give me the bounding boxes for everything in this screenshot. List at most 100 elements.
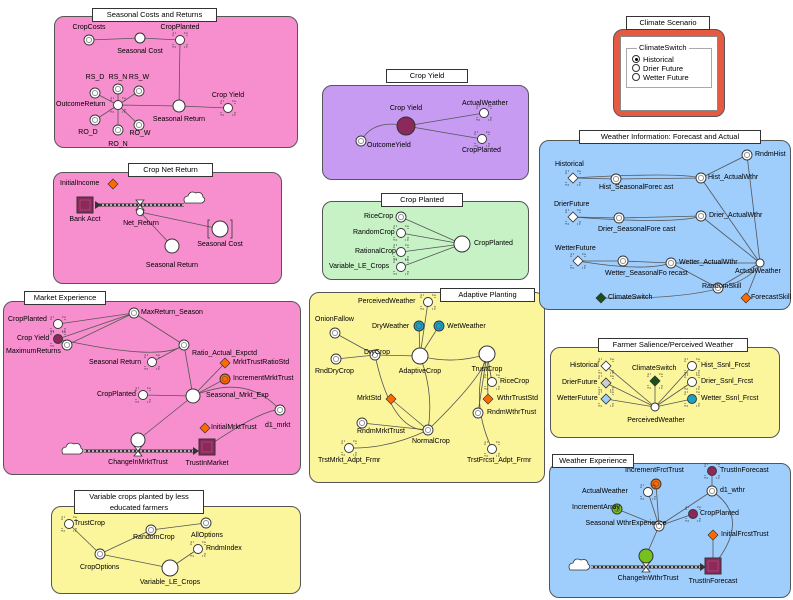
ratio-actual-expctd-node[interactable] <box>178 339 190 351</box>
rndmmrkttrust-node[interactable] <box>356 417 368 429</box>
crop-yield-main-node[interactable] <box>396 116 416 136</box>
seasonal-wthr-experience-node[interactable] <box>653 520 665 532</box>
radio-historical[interactable]: Historical <box>632 55 674 64</box>
seasonal-return-b-node[interactable] <box>164 238 180 254</box>
ro-n-node[interactable] <box>112 124 124 136</box>
net-return-node[interactable] <box>136 208 144 216</box>
seasonal-mrkt-exp-node[interactable] <box>185 388 201 404</box>
incrementfrcttrust-node[interactable] <box>650 478 662 490</box>
historical-b-node[interactable] <box>598 358 614 374</box>
seasonal-return-c-node[interactable] <box>144 354 160 370</box>
historical-a-node[interactable] <box>565 170 581 186</box>
cropplanted-c-node[interactable] <box>135 387 151 403</box>
rndmhist-node[interactable] <box>741 149 753 161</box>
trstfrcst-adpt-frmr-node[interactable] <box>484 441 500 457</box>
mrkttrustratiostd-node[interactable] <box>219 357 231 369</box>
cropoptions-node[interactable] <box>94 548 106 560</box>
hist-actualwthr-node[interactable] <box>695 172 707 184</box>
outcomeyield-node[interactable] <box>355 135 367 147</box>
ricecrop-b-node[interactable] <box>484 374 500 390</box>
rs-w-node[interactable] <box>133 85 145 97</box>
initialmrkttrust-node[interactable] <box>199 422 211 434</box>
radio-dot-wetter-future[interactable] <box>632 73 640 81</box>
rationalcrop-node[interactable] <box>393 244 409 260</box>
maximumreturns-node[interactable] <box>61 339 73 351</box>
rs-d-node[interactable] <box>89 87 101 99</box>
initialincome-node[interactable] <box>107 178 119 190</box>
ricecrop-a-node[interactable] <box>395 211 407 223</box>
cloud-net-node[interactable] <box>183 191 206 204</box>
perceivedweather-a-node[interactable] <box>420 294 436 310</box>
cloud-wthr-node[interactable] <box>568 558 591 571</box>
cropcosts-node[interactable] <box>83 34 95 46</box>
outcomereturn-node[interactable] <box>110 97 126 113</box>
seasonal-cost-a-node[interactable] <box>134 32 146 44</box>
drierfuture-a-node[interactable] <box>565 209 581 225</box>
wetweather-node[interactable] <box>433 320 445 332</box>
seasonal-return-a-node[interactable] <box>172 99 186 113</box>
drycrop-node[interactable] <box>369 349 381 361</box>
crop-yield-b-node[interactable] <box>50 331 66 347</box>
adaptivecrop-node[interactable] <box>411 347 429 365</box>
cropplanted-d-node[interactable] <box>474 131 490 147</box>
wetter-ssnl-frcst-node[interactable] <box>684 391 700 407</box>
radio-drier-future[interactable]: Drier Future <box>632 64 683 73</box>
changeinmrkttrust-node[interactable] <box>130 432 146 448</box>
rndmindex-node[interactable] <box>190 541 206 557</box>
drier-ssnl-frcst-node[interactable] <box>684 374 700 390</box>
trustcrop-b-node[interactable] <box>478 345 496 363</box>
actualweather-b-node[interactable] <box>640 484 656 500</box>
actualweather-a-node[interactable] <box>476 105 492 121</box>
ro-d-node[interactable] <box>89 114 101 126</box>
maxreturn-season-node[interactable] <box>128 307 140 319</box>
seasonal-cost-b-node[interactable] <box>207 219 233 239</box>
wetterfuture-b-node[interactable] <box>598 391 614 407</box>
drier-actualwthr-node[interactable] <box>695 210 707 222</box>
changeinwthrtrust-node[interactable] <box>638 548 654 564</box>
dryweather-node[interactable] <box>413 320 425 332</box>
cropplanted-a-node[interactable] <box>172 32 188 48</box>
drierfuture-b-node[interactable] <box>598 375 614 391</box>
radio-dot-drier-future[interactable] <box>632 64 640 72</box>
normalcrop-node[interactable] <box>422 424 434 436</box>
rs-n-node[interactable] <box>112 83 124 95</box>
bank-acct-node[interactable] <box>76 196 94 214</box>
trustinforecast-b-node[interactable] <box>704 557 722 575</box>
climateswitch-b-node[interactable] <box>647 373 663 389</box>
drier-seasonalforecast-node[interactable] <box>613 212 625 224</box>
climateswitch-a-node[interactable] <box>595 292 607 304</box>
randomskill-node[interactable] <box>712 282 724 294</box>
wetterfuture-a-node[interactable] <box>570 253 586 269</box>
rndmwthrtrust-node[interactable] <box>472 407 484 419</box>
wthrtruststd-node[interactable] <box>482 393 494 405</box>
radio-wetter-future[interactable]: Wetter Future <box>632 73 689 82</box>
incrementarray-node[interactable] <box>611 503 623 515</box>
cropplanted-main-node[interactable] <box>453 235 471 253</box>
trustcrop-a-node[interactable] <box>61 516 77 532</box>
initialfrcsttrust-node[interactable] <box>707 529 719 541</box>
ro-w-node[interactable] <box>133 119 145 131</box>
trustinforecast-a-node[interactable] <box>704 463 720 479</box>
d1-mrkt-node[interactable] <box>274 404 286 416</box>
cropplanted-b-node[interactable] <box>50 316 66 332</box>
perceivedweather-main-node[interactable] <box>650 402 660 412</box>
hist-ssnl-frcst-node[interactable] <box>684 358 700 374</box>
variable-le-crops-a-node[interactable] <box>161 559 179 577</box>
alloptions-node[interactable] <box>200 517 212 529</box>
trstmrkt-adpt-frmr-node[interactable] <box>341 440 357 456</box>
randomcrop-b-node[interactable] <box>393 225 409 241</box>
variable-le-crops-b-node[interactable] <box>393 259 409 275</box>
cloud-mrkt-node[interactable] <box>61 442 84 455</box>
radio-dot-historical[interactable] <box>632 55 640 63</box>
incrementmrkttrust-node[interactable] <box>219 373 231 385</box>
hist-seasonalforecast-node[interactable] <box>610 173 622 185</box>
rnddrycrop-node[interactable] <box>330 353 342 365</box>
randomcrop-a-node[interactable] <box>145 524 157 536</box>
forecastskill-node[interactable] <box>740 292 752 304</box>
cropplanted-e-node[interactable] <box>685 506 701 522</box>
onionfallow-node[interactable] <box>329 327 341 339</box>
trustinmarket-node[interactable] <box>198 438 216 456</box>
mrktstd-node[interactable] <box>385 393 397 405</box>
wetter-actualwthr-node[interactable] <box>665 257 677 269</box>
wetter-seasonalforecast-node[interactable] <box>617 255 629 267</box>
